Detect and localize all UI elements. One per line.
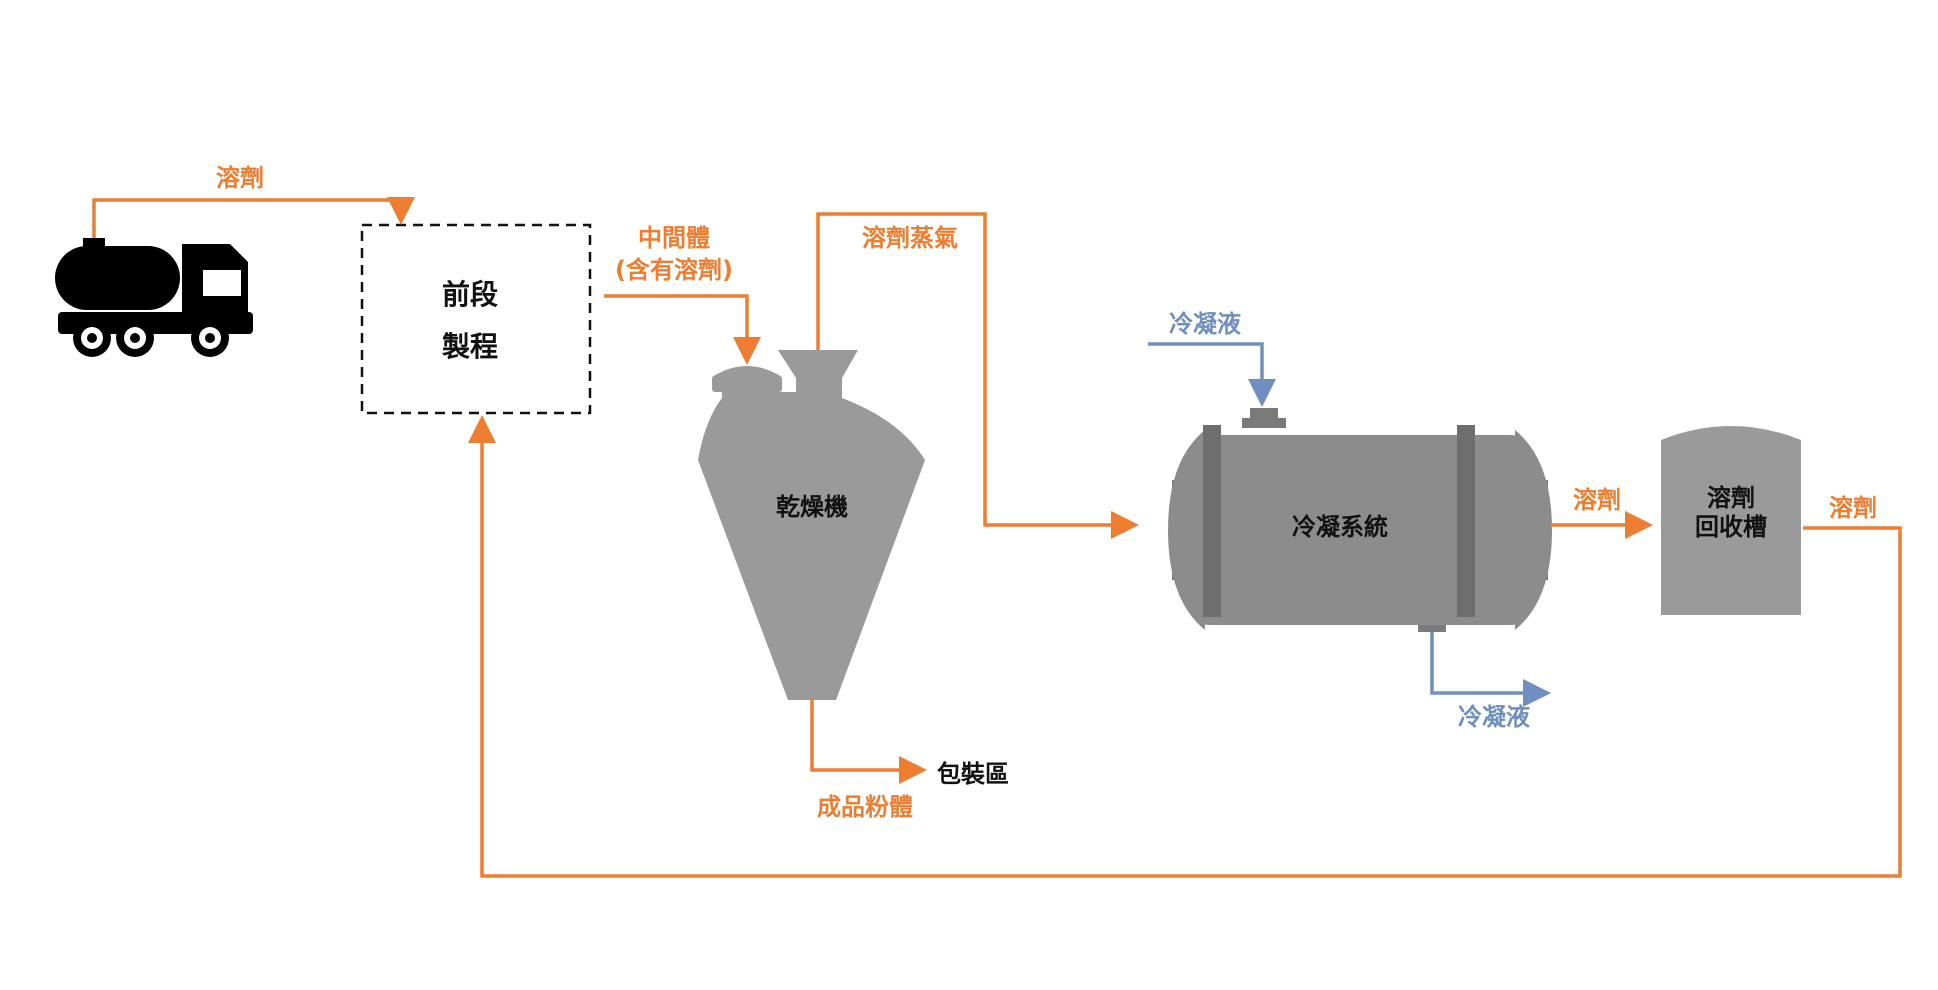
recovery-tank — [1661, 426, 1801, 615]
flow-solvent-vapor — [816, 212, 1139, 539]
condenser-label: 冷凝系統 — [1292, 513, 1388, 541]
tanker-truck-icon — [55, 238, 253, 357]
flow-intermediate-label-line2: (含有溶劑) — [615, 256, 733, 284]
condenser-vessel — [1168, 408, 1552, 632]
flow-solvent-vapor-label: 溶劑蒸氣 — [862, 224, 958, 252]
recovery-tank-label-line1: 溶劑 — [1707, 484, 1755, 512]
front-process-label-line2: 製程 — [442, 330, 498, 363]
flow-condensate-in-label: 冷凝液 — [1169, 310, 1241, 338]
flow-condensate-in — [1148, 342, 1276, 407]
flow-intermediate-label-line1: 中間體 — [638, 224, 710, 252]
flow-product-powder-label: 成品粉體 — [817, 793, 913, 821]
front-process-label-line1: 前段 — [442, 278, 498, 311]
flow-condensate-out — [1430, 632, 1551, 707]
recovery-tank-label-line2: 回收槽 — [1695, 513, 1767, 541]
flow-condensate-out-label: 冷凝液 — [1458, 703, 1530, 731]
flow-solvent-return-label: 溶劑 — [1829, 494, 1877, 522]
packaging-label: 包裝區 — [937, 760, 1009, 788]
flow-intermediate — [604, 294, 761, 365]
flow-solvent-to-tank-label: 溶劑 — [1573, 486, 1621, 514]
flow-product-powder — [810, 700, 927, 784]
flow-truck-solvent — [92, 197, 415, 238]
front-process-box — [360, 223, 592, 415]
dryer-label: 乾燥機 — [776, 493, 848, 521]
dryer-vessel — [698, 350, 925, 700]
flow-solvent-return — [468, 415, 1902, 878]
flow-truck-solvent-label: 溶劑 — [216, 164, 264, 192]
